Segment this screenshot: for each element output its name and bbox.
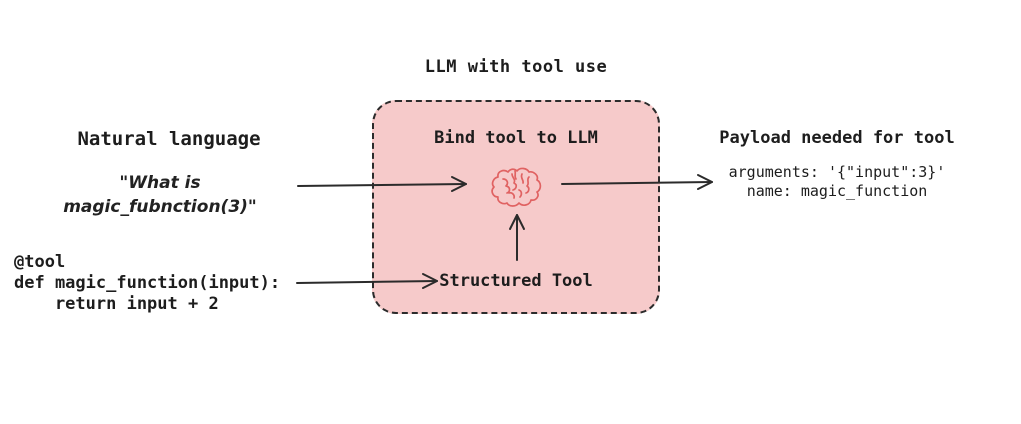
payload-text: arguments: '{"input":3}' name: magic_fun… <box>710 163 964 201</box>
tool-code-snippet: @tool def magic_function(input): return … <box>14 252 281 314</box>
payload-heading: Payload needed for tool <box>719 128 955 148</box>
payload-arguments-line: arguments: '{"input":3}' <box>728 163 946 181</box>
structured-tool-label: Structured Tool <box>439 271 593 291</box>
payload-name-line: name: magic_function <box>746 182 928 200</box>
bind-tool-box <box>372 100 660 314</box>
natural-language-quote: "What is magic_fubnction(3)" <box>63 173 257 217</box>
natural-language-heading: Natural language <box>77 128 261 150</box>
diagram-title: LLM with tool use <box>424 57 608 77</box>
brain-icon <box>488 162 546 212</box>
bind-tool-heading: Bind tool to LLM <box>434 128 598 148</box>
